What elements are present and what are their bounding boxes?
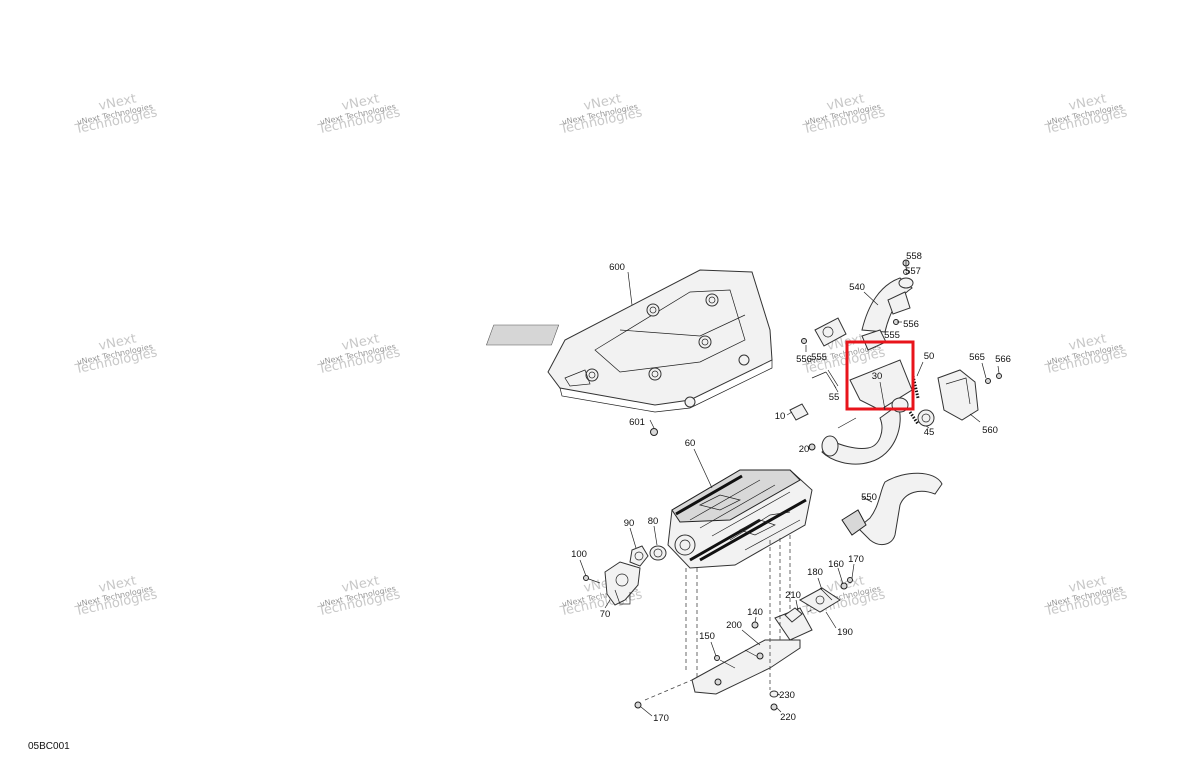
part-label-80[interactable]: 80 [648, 516, 659, 527]
part-label-45[interactable]: 45 [924, 427, 935, 438]
bolt-565[interactable] [985, 378, 991, 384]
part-label-230[interactable]: 230 [779, 690, 795, 701]
part-label-555b[interactable]: 555 [811, 352, 827, 363]
gasket-45[interactable] [917, 409, 935, 427]
part-label-150[interactable]: 150 [699, 631, 715, 642]
part-label-100[interactable]: 100 [571, 549, 587, 560]
bolt-556-left[interactable] [801, 338, 807, 344]
part-label-160[interactable]: 160 [828, 559, 844, 570]
flange-70[interactable] [604, 561, 641, 606]
part-label-557[interactable]: 557 [905, 266, 921, 277]
part-label-220[interactable]: 220 [780, 712, 796, 723]
bracket-200[interactable] [691, 607, 813, 695]
part-label-170a[interactable]: 170 [848, 554, 864, 565]
washer-557[interactable] [903, 269, 909, 275]
part-label-566[interactable]: 566 [995, 354, 1011, 365]
part-label-556a[interactable]: 556 [903, 319, 919, 330]
heat-shield-560[interactable] [937, 369, 979, 421]
nut-140[interactable] [751, 621, 759, 629]
part-label-30[interactable]: 30 [872, 371, 883, 382]
muffler-60[interactable] [667, 469, 813, 569]
heat-shield-550[interactable] [841, 472, 943, 546]
part-label-140[interactable]: 140 [747, 607, 763, 618]
part-label-55[interactable]: 55 [829, 392, 840, 403]
spring-55[interactable] [825, 369, 839, 389]
sleeve-80[interactable] [649, 545, 667, 561]
screw-601[interactable] [650, 428, 658, 436]
nut-220[interactable] [770, 703, 778, 711]
sensor-555-left[interactable] [814, 317, 847, 347]
part-label-60[interactable]: 60 [685, 438, 696, 449]
nut-170-bottom[interactable] [634, 701, 642, 709]
part-label-556b[interactable]: 556 [796, 354, 812, 365]
part-label-555a[interactable]: 555 [884, 330, 900, 341]
leader-lines [579, 260, 1000, 717]
part-label-565[interactable]: 565 [969, 352, 985, 363]
part-label-10[interactable]: 10 [775, 411, 786, 422]
exhaust-manifold-30[interactable] [821, 359, 913, 465]
part-label-20[interactable]: 20 [799, 444, 810, 455]
part-label-601[interactable]: 601 [629, 417, 645, 428]
part-label-200[interactable]: 200 [726, 620, 742, 631]
part-210[interactable] [784, 607, 803, 623]
highlight-box [845, 340, 915, 411]
exhaust-pipe-540[interactable] [861, 277, 914, 333]
part-label-90[interactable]: 90 [624, 518, 635, 529]
part-label-550[interactable]: 550 [861, 492, 877, 503]
bolt-150[interactable] [714, 655, 720, 661]
part-label-540[interactable]: 540 [849, 282, 865, 293]
oxygen-sensor[interactable] [811, 371, 857, 429]
nut-566[interactable] [996, 373, 1002, 379]
nut-160[interactable] [840, 582, 848, 590]
diagram-code: 05BC001 [28, 741, 70, 752]
part-label-190[interactable]: 190 [837, 627, 853, 638]
part-label-180[interactable]: 180 [807, 567, 823, 578]
part-label-70[interactable]: 70 [600, 609, 611, 620]
gasket-90[interactable] [629, 545, 649, 567]
part-label-558[interactable]: 558 [906, 251, 922, 262]
clamp-190[interactable] [798, 587, 841, 613]
part-label-50[interactable]: 50 [924, 351, 935, 362]
part-label-170b[interactable]: 170 [653, 713, 669, 724]
part-label-560[interactable]: 560 [982, 425, 998, 436]
part-label-600[interactable]: 600 [609, 262, 625, 273]
grommet-230[interactable] [769, 690, 779, 698]
gasket-10[interactable] [789, 403, 809, 421]
skid-plate-600[interactable] [486, 269, 773, 413]
part-label-210[interactable]: 210 [785, 590, 801, 601]
nut-170-right[interactable] [847, 577, 853, 583]
